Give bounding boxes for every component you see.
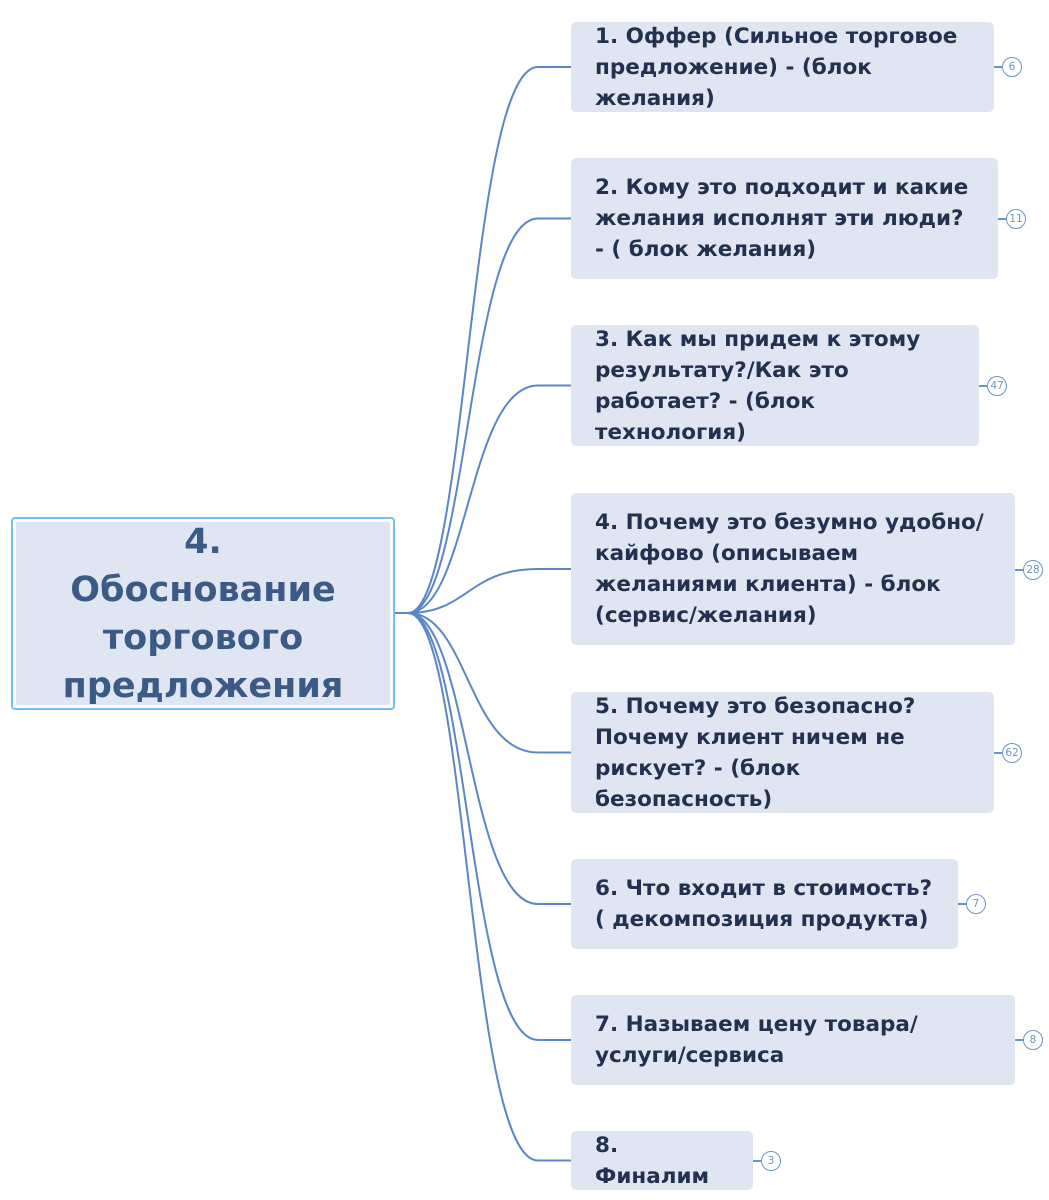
subtopic-label: 8. Финалим	[595, 1132, 710, 1189]
collapsed-count-badge[interactable]: 47	[987, 376, 1007, 396]
root-topic-node[interactable]: 4. Обоснование торгового предложения	[11, 517, 395, 710]
badge-connector	[1015, 569, 1023, 571]
badge-connector	[1015, 1039, 1023, 1041]
subtopic-node-price[interactable]: 7. Называем цену товара/услуги/сервиса	[571, 995, 1015, 1085]
connector-line	[407, 66, 571, 614]
connector-line	[407, 612, 571, 905]
subtopic-node-technology[interactable]: 3. Как мы придем к этому результату?/Как…	[571, 325, 979, 446]
collapsed-count-badge[interactable]: 11	[1006, 209, 1026, 229]
subtopic-label: 1. Оффер (Сильное торговое предложение) …	[595, 23, 958, 111]
badge-connector	[979, 385, 987, 387]
subtopic-label: 5. Почему это безопасно? Почему клиент н…	[595, 693, 916, 812]
connector-line	[407, 384, 571, 614]
connector-line	[407, 612, 571, 1162]
subtopic-node-offer[interactable]: 1. Оффер (Сильное торговое предложение) …	[571, 22, 994, 112]
subtopic-label: 3. Как мы придем к этому результату?/Как…	[595, 326, 921, 445]
collapsed-count-badge[interactable]: 62	[1002, 743, 1022, 763]
collapsed-count-badge[interactable]: 3	[761, 1151, 781, 1171]
connector-line	[407, 568, 571, 614]
connector-line	[407, 612, 571, 1041]
subtopic-node-finale[interactable]: 8. Финалим	[571, 1131, 753, 1190]
badge-connector	[753, 1160, 761, 1162]
collapsed-count-badge[interactable]: 7	[966, 894, 986, 914]
subtopic-node-price-breakdown[interactable]: 6. Что входит в стоимость? ( декомпозици…	[571, 859, 958, 949]
badge-connector	[998, 218, 1006, 220]
collapsed-count-badge[interactable]: 8	[1023, 1030, 1043, 1050]
collapsed-count-badge[interactable]: 6	[1002, 57, 1022, 77]
badge-connector	[958, 903, 966, 905]
connector-line	[407, 217, 571, 614]
subtopic-node-convenience[interactable]: 4. Почему это безумно удобно/кайфово (оп…	[571, 493, 1015, 645]
root-topic-box: 4. Обоснование торгового предложения	[16, 522, 390, 706]
subtopic-node-audience[interactable]: 2. Кому это подходит и какие желания исп…	[571, 158, 998, 279]
badge-connector	[994, 752, 1002, 754]
subtopic-node-safety[interactable]: 5. Почему это безопасно? Почему клиент н…	[571, 692, 994, 813]
root-topic-title: 4. Обоснование торгового предложения	[62, 521, 344, 706]
subtopic-label: 4. Почему это безумно удобно/кайфово (оп…	[595, 510, 984, 628]
subtopic-label: 2. Кому это подходит и какие желания исп…	[595, 175, 969, 262]
subtopic-label: 6. Что входит в стоимость? ( декомпозици…	[595, 876, 933, 932]
subtopic-label: 7. Называем цену товара/услуги/сервиса	[595, 1012, 918, 1068]
badge-connector	[994, 66, 1002, 68]
collapsed-count-badge[interactable]: 28	[1023, 560, 1043, 580]
connector-line	[407, 612, 571, 754]
